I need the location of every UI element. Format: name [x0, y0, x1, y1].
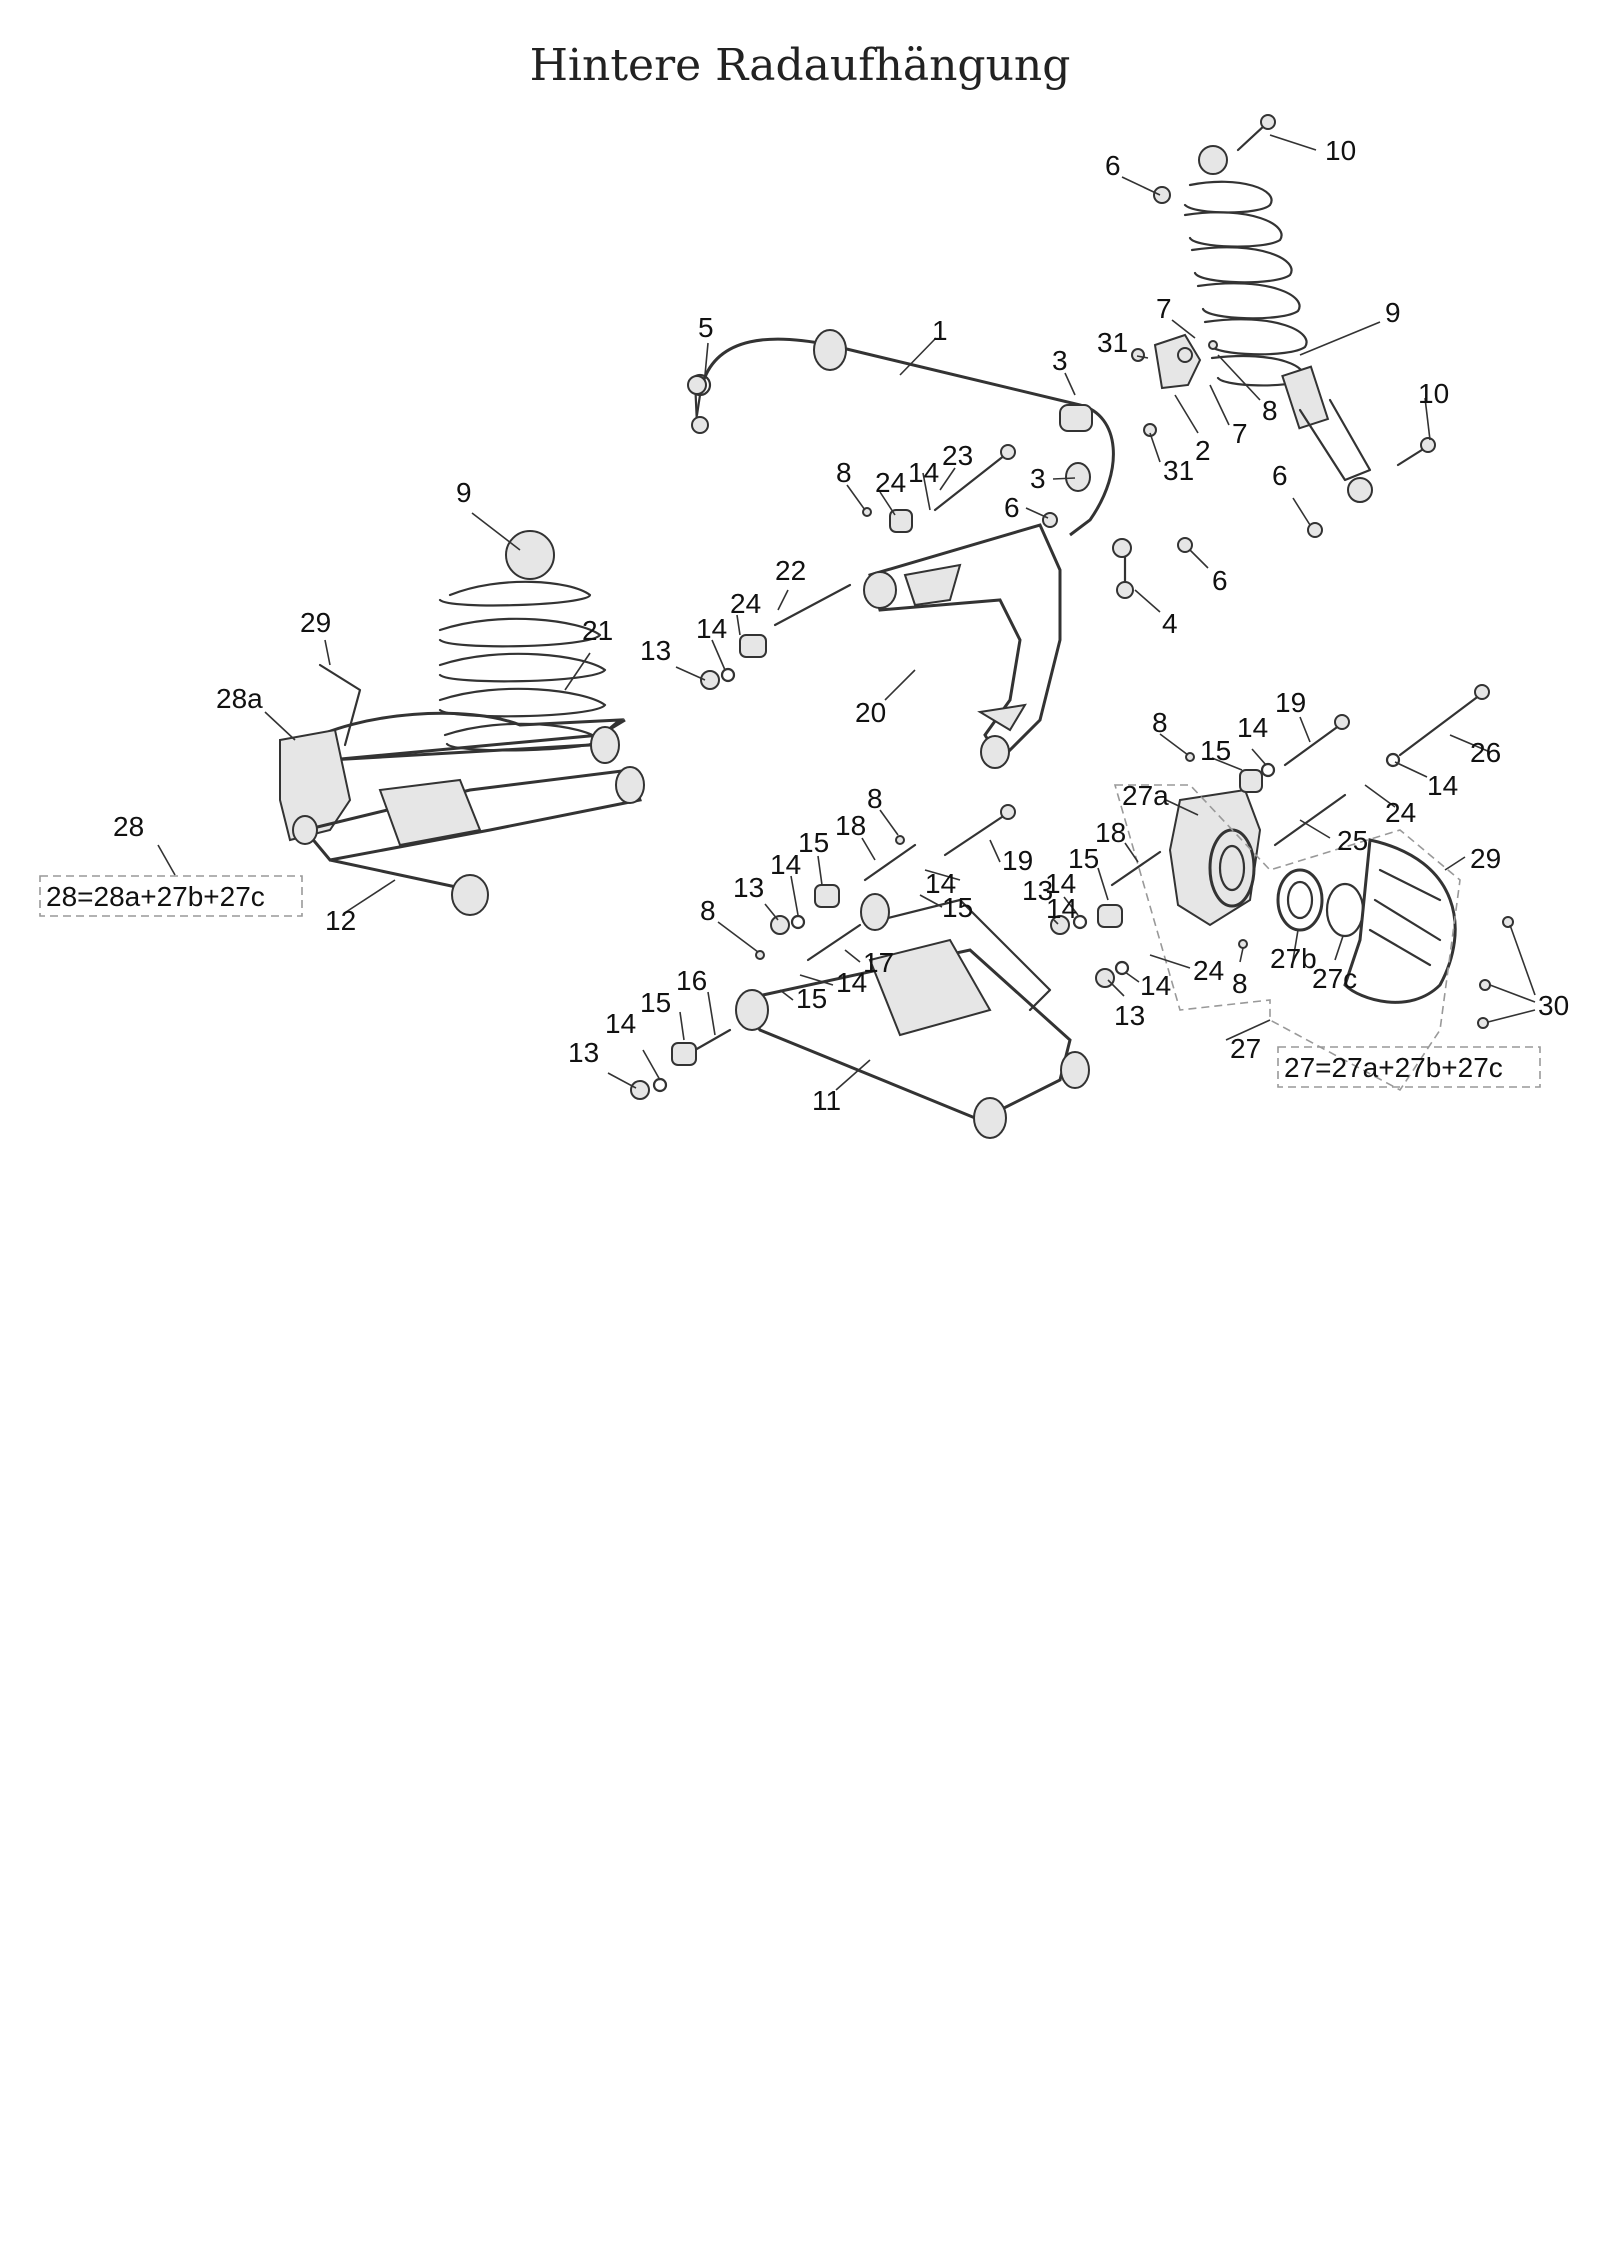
callout-15d: 15 — [942, 892, 973, 923]
callout-14a: 14 — [696, 613, 727, 644]
callout-14d: 14 — [1045, 868, 1076, 899]
callout-29a: 29 — [300, 607, 331, 638]
callout-8a: 8 — [1262, 395, 1278, 426]
callout-7a: 7 — [1156, 293, 1172, 324]
circlip — [1325, 882, 1365, 938]
callout-13d: 13 — [568, 1037, 599, 1068]
callout-23: 23 — [942, 440, 973, 471]
callout-22: 22 — [775, 555, 806, 586]
callout-27a: 27a — [1122, 780, 1169, 811]
callout-13a: 13 — [640, 635, 671, 666]
callout-11: 11 — [812, 1085, 841, 1116]
callout-26: 26 — [1470, 737, 1501, 768]
callout-1: 1 — [932, 315, 948, 346]
callout-24a: 24 — [875, 467, 906, 498]
link-rod-right — [1112, 538, 1134, 599]
callout-29b: 29 — [1470, 843, 1501, 874]
callout-7b: 7 — [1232, 418, 1248, 449]
callout-8e: 8 — [700, 895, 716, 926]
callout-5: 5 — [698, 312, 714, 343]
callout-10a: 10 — [1325, 135, 1356, 166]
callout-13b: 13 — [733, 872, 764, 903]
assembled-left-suspension — [279, 530, 645, 916]
callout-14e: 14 — [1140, 970, 1171, 1001]
assembly-formula-27: 27=27a+27b+27c — [1284, 1052, 1503, 1083]
formula-box-27 — [1277, 1046, 1541, 1088]
coil-over-shock-right — [1183, 145, 1373, 503]
callout-2: 2 — [1195, 435, 1211, 466]
callout-6c: 6 — [1004, 492, 1020, 523]
callout-31a: 31 — [1097, 327, 1128, 358]
upper-a-arm — [863, 523, 1062, 769]
callout-13e: 13 — [1114, 1000, 1145, 1031]
leader-lines — [157, 134, 1536, 1091]
callout-24d: 24 — [1193, 955, 1224, 986]
callout-20: 20 — [855, 697, 886, 728]
callout-15e: 15 — [796, 983, 827, 1014]
callout-14c: 14 — [925, 868, 956, 899]
callout-12: 12 — [325, 905, 356, 936]
callout-27b: 27b — [1270, 943, 1317, 974]
callout-18a: 18 — [835, 810, 866, 841]
callout-27: 27 — [1230, 1033, 1261, 1064]
callout-30: 30 — [1538, 990, 1569, 1021]
callout-17: 17 — [863, 947, 894, 978]
hardware — [630, 114, 1514, 1100]
callout-15a: 15 — [798, 827, 829, 858]
callout-15b: 15 — [1068, 843, 1099, 874]
callout-6a: 6 — [1105, 150, 1121, 181]
callout-3a: 3 — [1052, 345, 1068, 376]
callout-4: 4 — [1162, 608, 1178, 639]
brake-shield — [1343, 838, 1457, 1004]
callout-labels: 1 2 3 3 4 5 6 6 6 6 7 7 8 8 8 8 8 8 9 9 … — [113, 135, 1569, 1116]
callout-24b: 24 — [730, 588, 761, 619]
callout-28a: 28a — [216, 683, 263, 714]
callout-31b: 31 — [1163, 455, 1194, 486]
assembly-formula-28: 28=28a+27b+27c — [46, 881, 265, 912]
callout-21: 21 — [582, 615, 613, 646]
assembly-outline-27 — [1113, 784, 1461, 1092]
callout-15c: 15 — [640, 987, 671, 1018]
callout-19a: 19 — [1002, 845, 1033, 876]
callout-13c: 13 — [1022, 875, 1053, 906]
callout-10b: 10 — [1418, 378, 1449, 409]
formula-box-28 — [39, 875, 303, 917]
callout-3b: 3 — [1030, 463, 1046, 494]
callout-24c: 24 — [1385, 797, 1416, 828]
stabilizer-bracket — [1153, 333, 1202, 390]
callout-14k: 14 — [1046, 893, 1077, 924]
callout-16: 16 — [676, 965, 707, 996]
callout-28: 28 — [113, 811, 144, 842]
wheel-bearing — [1276, 868, 1324, 932]
callout-9b: 9 — [456, 477, 472, 508]
link-rod-left — [687, 375, 709, 434]
hub-knuckle-right — [1168, 788, 1262, 927]
callout-9a: 9 — [1385, 297, 1401, 328]
callout-18b: 18 — [1095, 817, 1126, 848]
lower-a-arm-front-view — [735, 893, 1090, 1139]
callout-14f: 14 — [1237, 712, 1268, 743]
callout-14g: 14 — [1427, 770, 1458, 801]
callout-6b: 6 — [1272, 460, 1288, 491]
page-title: Hintere Radaufhängung — [529, 40, 1071, 91]
callout-8f: 8 — [1232, 968, 1248, 999]
callout-14h: 14 — [908, 457, 939, 488]
callout-19b: 19 — [1275, 687, 1306, 718]
callout-6d: 6 — [1212, 565, 1228, 596]
callout-15f: 15 — [1200, 735, 1231, 766]
callout-8d: 8 — [867, 783, 883, 814]
stabilizer-bar — [688, 329, 1115, 537]
callout-14b: 14 — [770, 849, 801, 880]
callout-25: 25 — [1337, 825, 1368, 856]
callout-8b: 8 — [836, 457, 852, 488]
callout-14j: 14 — [836, 967, 867, 998]
callout-27c: 27c — [1312, 963, 1357, 994]
callout-14i: 14 — [605, 1008, 636, 1039]
callout-8c: 8 — [1152, 707, 1168, 738]
